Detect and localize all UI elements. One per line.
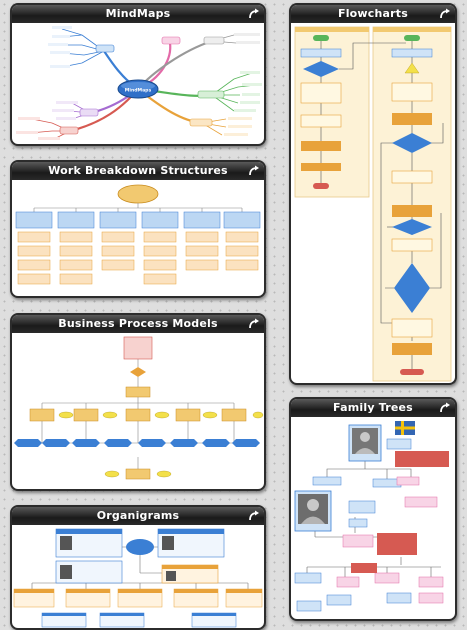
mindmaps-panel[interactable]: MindMaps xyxy=(10,3,266,146)
panel-title: Business Process Models xyxy=(58,317,218,330)
mindmaps-header: MindMaps xyxy=(12,5,264,23)
bpm-header: Business Process Models xyxy=(12,315,264,333)
organigram-canvas xyxy=(12,525,264,628)
bpm-canvas xyxy=(12,333,264,489)
organigrams-header: Organigrams xyxy=(12,507,264,525)
wbs-header: Work Breakdown Structures xyxy=(12,162,264,180)
flowcharts-panel[interactable]: Flowcharts xyxy=(289,3,457,385)
curved-arrow-icon[interactable] xyxy=(248,165,260,177)
curved-arrow-icon[interactable] xyxy=(439,8,451,20)
family-tree-canvas xyxy=(291,417,455,619)
panel-title: Family Trees xyxy=(333,401,413,414)
curved-arrow-icon[interactable] xyxy=(248,510,260,522)
mindmap-center-label: MindMaps xyxy=(125,88,152,94)
swedish-flag-icon xyxy=(395,421,415,435)
family-trees-panel[interactable]: Family Trees xyxy=(289,397,457,621)
curved-arrow-icon[interactable] xyxy=(248,318,260,330)
wbs-panel[interactable]: Work Breakdown Structures xyxy=(10,160,266,298)
panel-title: MindMaps xyxy=(105,7,171,20)
panel-title: Organigrams xyxy=(96,509,180,522)
flowcharts-header: Flowcharts xyxy=(291,5,455,23)
organigrams-panel[interactable]: Organigrams xyxy=(10,505,266,630)
bpm-panel[interactable]: Business Process Models xyxy=(10,313,266,491)
mindmap-canvas: MindMaps xyxy=(12,23,264,144)
panel-title: Flowcharts xyxy=(337,7,408,20)
family-trees-header: Family Trees xyxy=(291,399,455,417)
curved-arrow-icon[interactable] xyxy=(248,8,260,20)
wbs-canvas xyxy=(12,180,264,296)
curved-arrow-icon[interactable] xyxy=(439,402,451,414)
panel-title: Work Breakdown Structures xyxy=(48,164,228,177)
flowchart-canvas xyxy=(291,23,455,383)
